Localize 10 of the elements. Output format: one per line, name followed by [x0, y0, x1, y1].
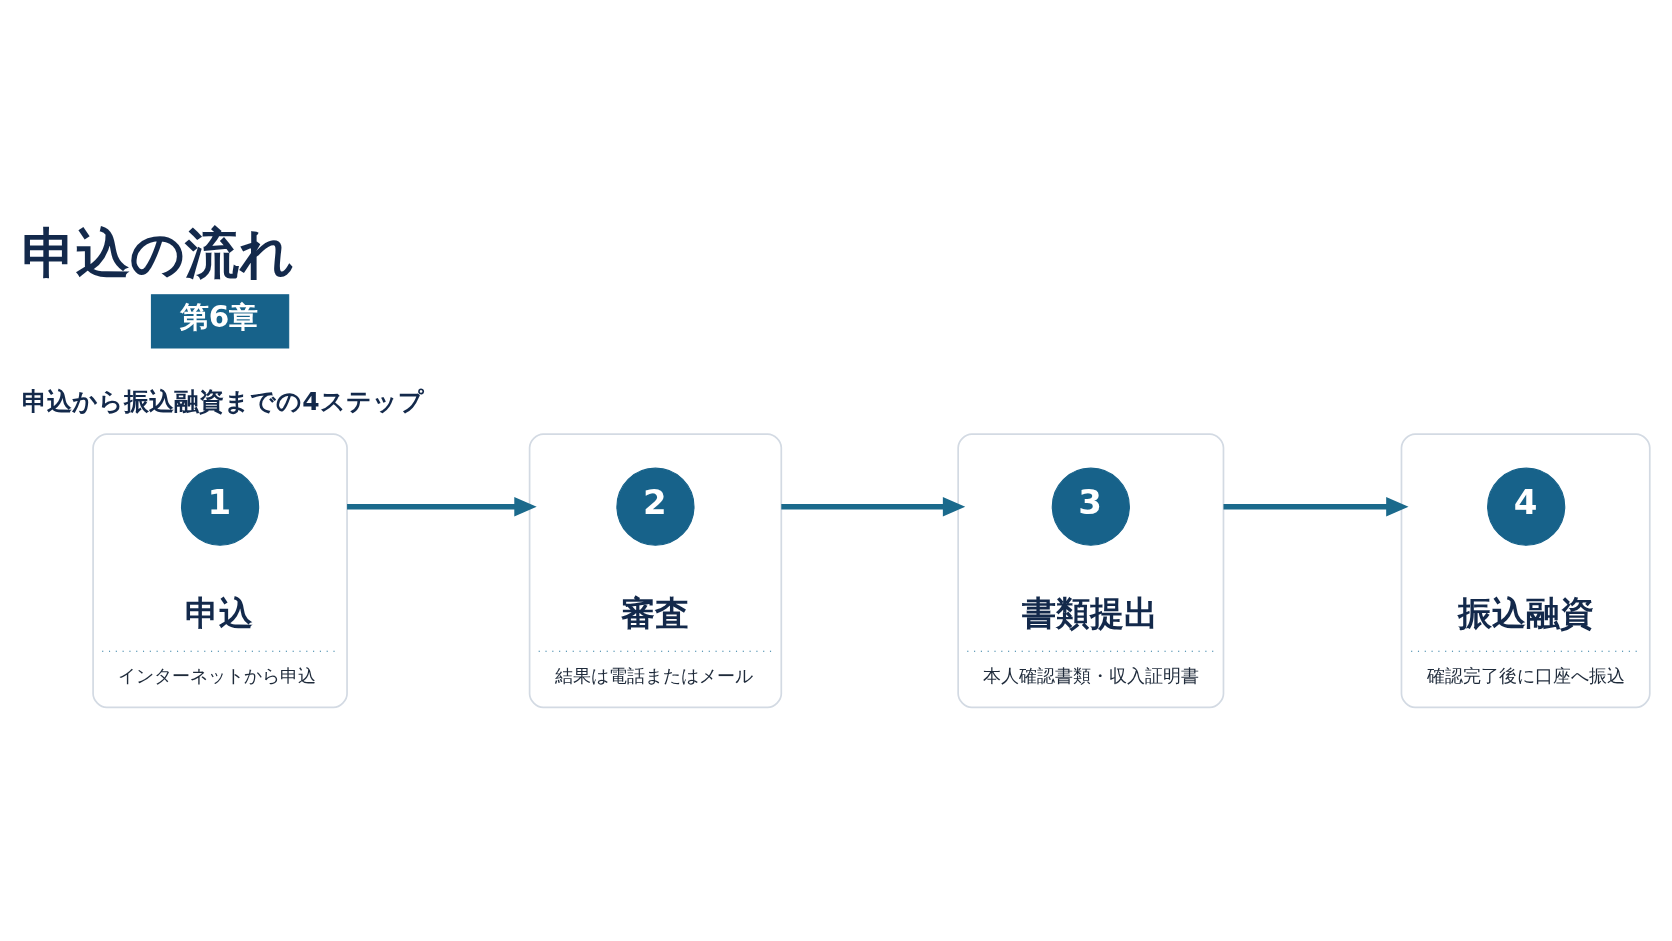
- arrow: [347, 496, 537, 516]
- node-circle: 2: [616, 467, 695, 546]
- arrow: [1223, 496, 1409, 516]
- diagram-title: 申込の流れ: [22, 220, 295, 285]
- node-circle: 4: [1487, 467, 1566, 546]
- node-circle: 1: [180, 467, 260, 546]
- node-circle: 3: [1051, 467, 1130, 546]
- label: 申込から振込融資までの4ステップ: [22, 386, 424, 416]
- node-box: 第6章: [150, 293, 290, 349]
- arrow: [781, 496, 966, 516]
